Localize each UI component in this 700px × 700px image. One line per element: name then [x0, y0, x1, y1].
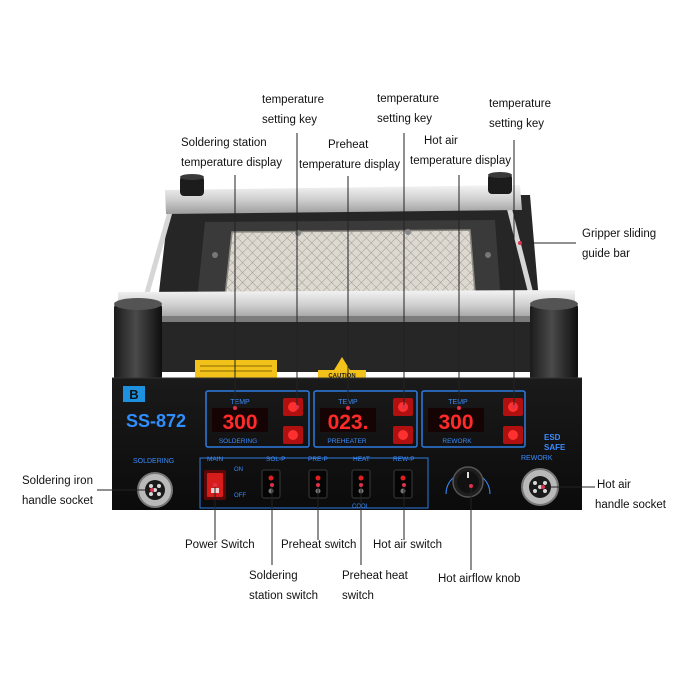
soldering-temp-label: TEMP — [230, 399, 250, 406]
caution-sticker — [318, 370, 366, 379]
callout-hotair-key: temperature setting key — [489, 98, 552, 130]
preheater-panel-label: PREHEATER — [327, 438, 367, 445]
switch-on-label: ON — [234, 467, 243, 473]
callout-hotair-switch: Hot air switch — [373, 539, 443, 551]
rework-socket-label: REWORK — [521, 455, 553, 462]
brand-logo-text: B — [129, 387, 138, 402]
hot-air-handle-socket[interactable] — [521, 468, 559, 506]
soldering-socket-label: SOLDERING — [133, 458, 174, 465]
switch-off-label: OFF — [234, 493, 246, 499]
callout-hotair-socket: Hot air handle socket — [595, 479, 666, 511]
callout-power-switch: Power Switch — [185, 539, 255, 551]
callout-soldering-display: Soldering station temperature display — [181, 137, 282, 169]
back-gripper-rail — [165, 185, 522, 214]
preheater-temp-display: 023. — [328, 411, 369, 434]
esd-badge-top: ESD — [544, 433, 561, 442]
callout-preheat-key: temperature setting key — [377, 93, 440, 125]
switch-label-sol-p: SOL-P — [266, 456, 286, 463]
model-name: SS-872 — [126, 411, 186, 431]
switch-label-heat: HEAT — [353, 456, 370, 463]
callout-station-switch: Soldering station switch — [249, 570, 319, 602]
warning-sticker — [195, 360, 277, 378]
preheater-temp-down-key[interactable] — [393, 426, 413, 444]
back-post-right — [488, 174, 512, 194]
soldering-temp-down-key[interactable] — [283, 426, 303, 444]
rework-temp-label: TEMP — [448, 399, 468, 406]
callout-soldering-key: temperature setting key — [262, 94, 325, 126]
callout-dots — [150, 241, 545, 492]
hot-airflow-knob[interactable] — [452, 466, 484, 498]
soldering-temp-up-key[interactable] — [283, 398, 303, 416]
soldering-panel-frame — [205, 390, 310, 448]
callout-preheat-switch: Preheat switch — [281, 539, 357, 551]
back-post-left — [180, 176, 204, 196]
callout-hotair-display: Hot air temperature display — [410, 135, 511, 167]
front-post-right — [530, 302, 578, 382]
caution-triangle-icon — [334, 357, 350, 370]
right-guide-rod — [505, 202, 535, 299]
front-gripper-rail — [118, 290, 575, 320]
callout-guide-bar: Gripper sliding guide bar — [582, 228, 657, 260]
callout-preheat-display: Preheat temperature display — [299, 139, 400, 171]
switch-label-rew-p: REW-P — [393, 456, 415, 463]
rework-panel-frame — [421, 390, 526, 448]
rework-panel-label: REWORK — [442, 438, 472, 445]
callout-lines — [97, 133, 595, 570]
brand-logo — [123, 386, 145, 402]
rework-temp-display: 300 — [438, 411, 473, 434]
switch-label-pre-p: PRE-P — [308, 456, 328, 463]
callout-preheat-heat-switch: Preheat heat switch — [342, 570, 408, 602]
left-guide-rod — [142, 204, 175, 301]
soldering-panel-label: SOLDERING — [219, 438, 257, 445]
rework-temp-down-key[interactable] — [503, 426, 523, 444]
preheater-panel-frame — [313, 390, 418, 448]
callout-iron-socket: Soldering iron handle socket — [22, 475, 93, 507]
esd-badge-bottom: SAFE — [544, 443, 566, 452]
caution-text: CAUTION — [328, 374, 355, 380]
soldering-iron-socket[interactable] — [137, 472, 173, 508]
front-post-left — [114, 302, 162, 382]
switch-label-main: MAIN — [207, 456, 224, 463]
callout-airflow-knob: Hot airflow knob — [438, 573, 521, 585]
soldering-temp-display: 300 — [222, 411, 257, 434]
